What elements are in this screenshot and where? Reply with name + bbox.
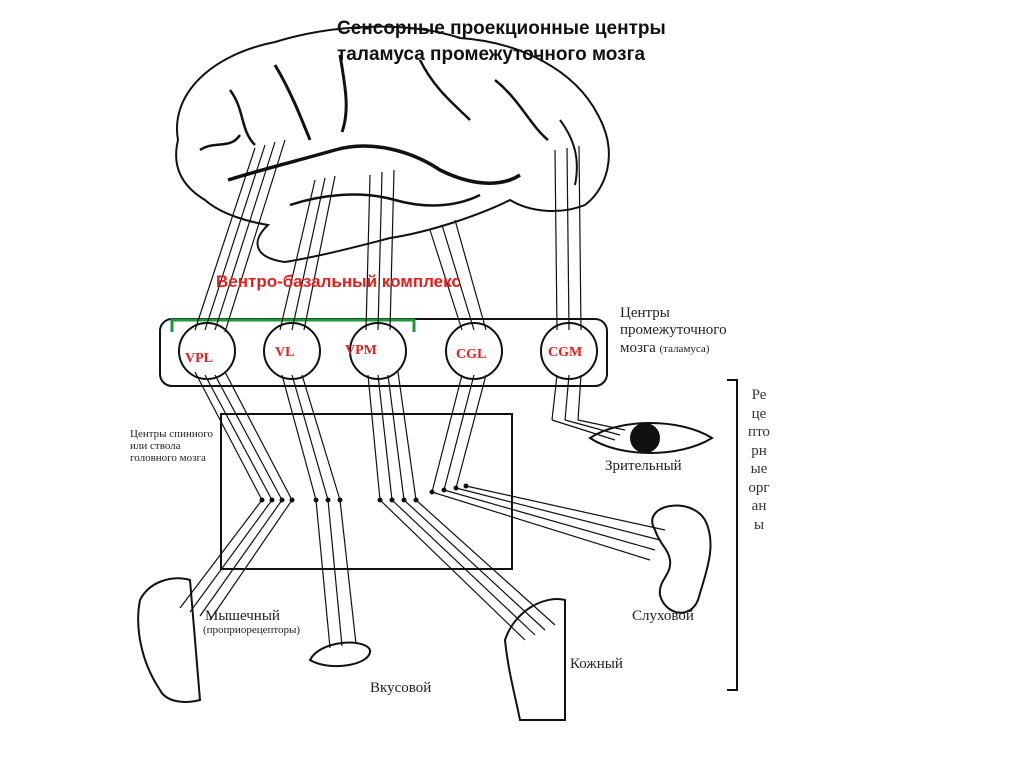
brain-outline <box>175 25 610 264</box>
nucleus-circle-cgl <box>445 322 503 380</box>
brain-sulcus <box>559 119 578 186</box>
nucleus-label-vl: VL <box>275 345 295 360</box>
thalamus-label-main: мозга <box>620 340 656 356</box>
diagram-title-line2: таламуса промежуточного мозга <box>337 44 646 65</box>
ventrobasal-label: Вентро-базальный комплекс <box>216 272 461 291</box>
nucleus-label-vpl: VPL <box>185 351 213 366</box>
nucleus-circle-vl <box>263 322 321 380</box>
organ-label-muscle: Мышечный <box>205 608 280 624</box>
tongue-icon <box>308 641 371 667</box>
diagram-title: Сенсорные проекционные центры таламуса п… <box>337 16 757 68</box>
brain-sulcus <box>418 59 471 121</box>
nucleus-label-cgm: CGM <box>548 345 583 360</box>
brain-sulcus <box>227 144 521 185</box>
organ-label-muscle-sub: (проприорецепторы) <box>203 624 301 636</box>
spinal-label: Центры спинного или ствола головного моз… <box>130 428 213 464</box>
hand-skin-icon <box>503 598 566 721</box>
ear-icon <box>651 504 712 614</box>
brain-sulcus <box>273 64 312 141</box>
spinal-box <box>220 413 513 570</box>
brain-sulcus <box>199 134 242 152</box>
organ-label-skin: Кожный <box>570 656 623 672</box>
thalamus-label-line3: мозга (таламуса) <box>620 340 709 357</box>
brain-sulcus <box>494 79 549 141</box>
diagram-title-line1: Сенсорные проекционные центры <box>337 18 666 39</box>
thalamus-label-line1: Центры <box>620 305 670 321</box>
thalamus-label-small: (таламуса) <box>659 343 710 355</box>
fiber-tracts <box>179 139 666 649</box>
receptors-bracket <box>727 379 738 691</box>
organ-label-visual: Зрительный <box>605 458 682 474</box>
organ-label-taste: Вкусовой <box>370 680 432 696</box>
thalamus-label-line2: промежуточного <box>620 322 727 338</box>
nucleus-label-cgl: CGL <box>456 347 487 362</box>
brain-sulcus <box>228 89 256 146</box>
organ-label-auditory: Слуховой <box>632 608 694 624</box>
arm-muscle-icon <box>137 577 202 703</box>
nucleus-label-vpm: VPM <box>345 343 377 358</box>
eye-icon <box>588 422 714 454</box>
neuron-terminals <box>259 483 469 503</box>
spinal-label-line3: головного мозга <box>130 452 206 464</box>
spinal-label-line2: или ствола <box>130 440 181 452</box>
brain-sulcus <box>289 193 481 207</box>
brain-sulcus <box>338 54 348 133</box>
receptors-vertical-label: Рецепторные органы <box>748 387 770 533</box>
spinal-label-line1: Центры спинного <box>130 428 213 440</box>
ventrobasal-bracket <box>170 318 416 332</box>
